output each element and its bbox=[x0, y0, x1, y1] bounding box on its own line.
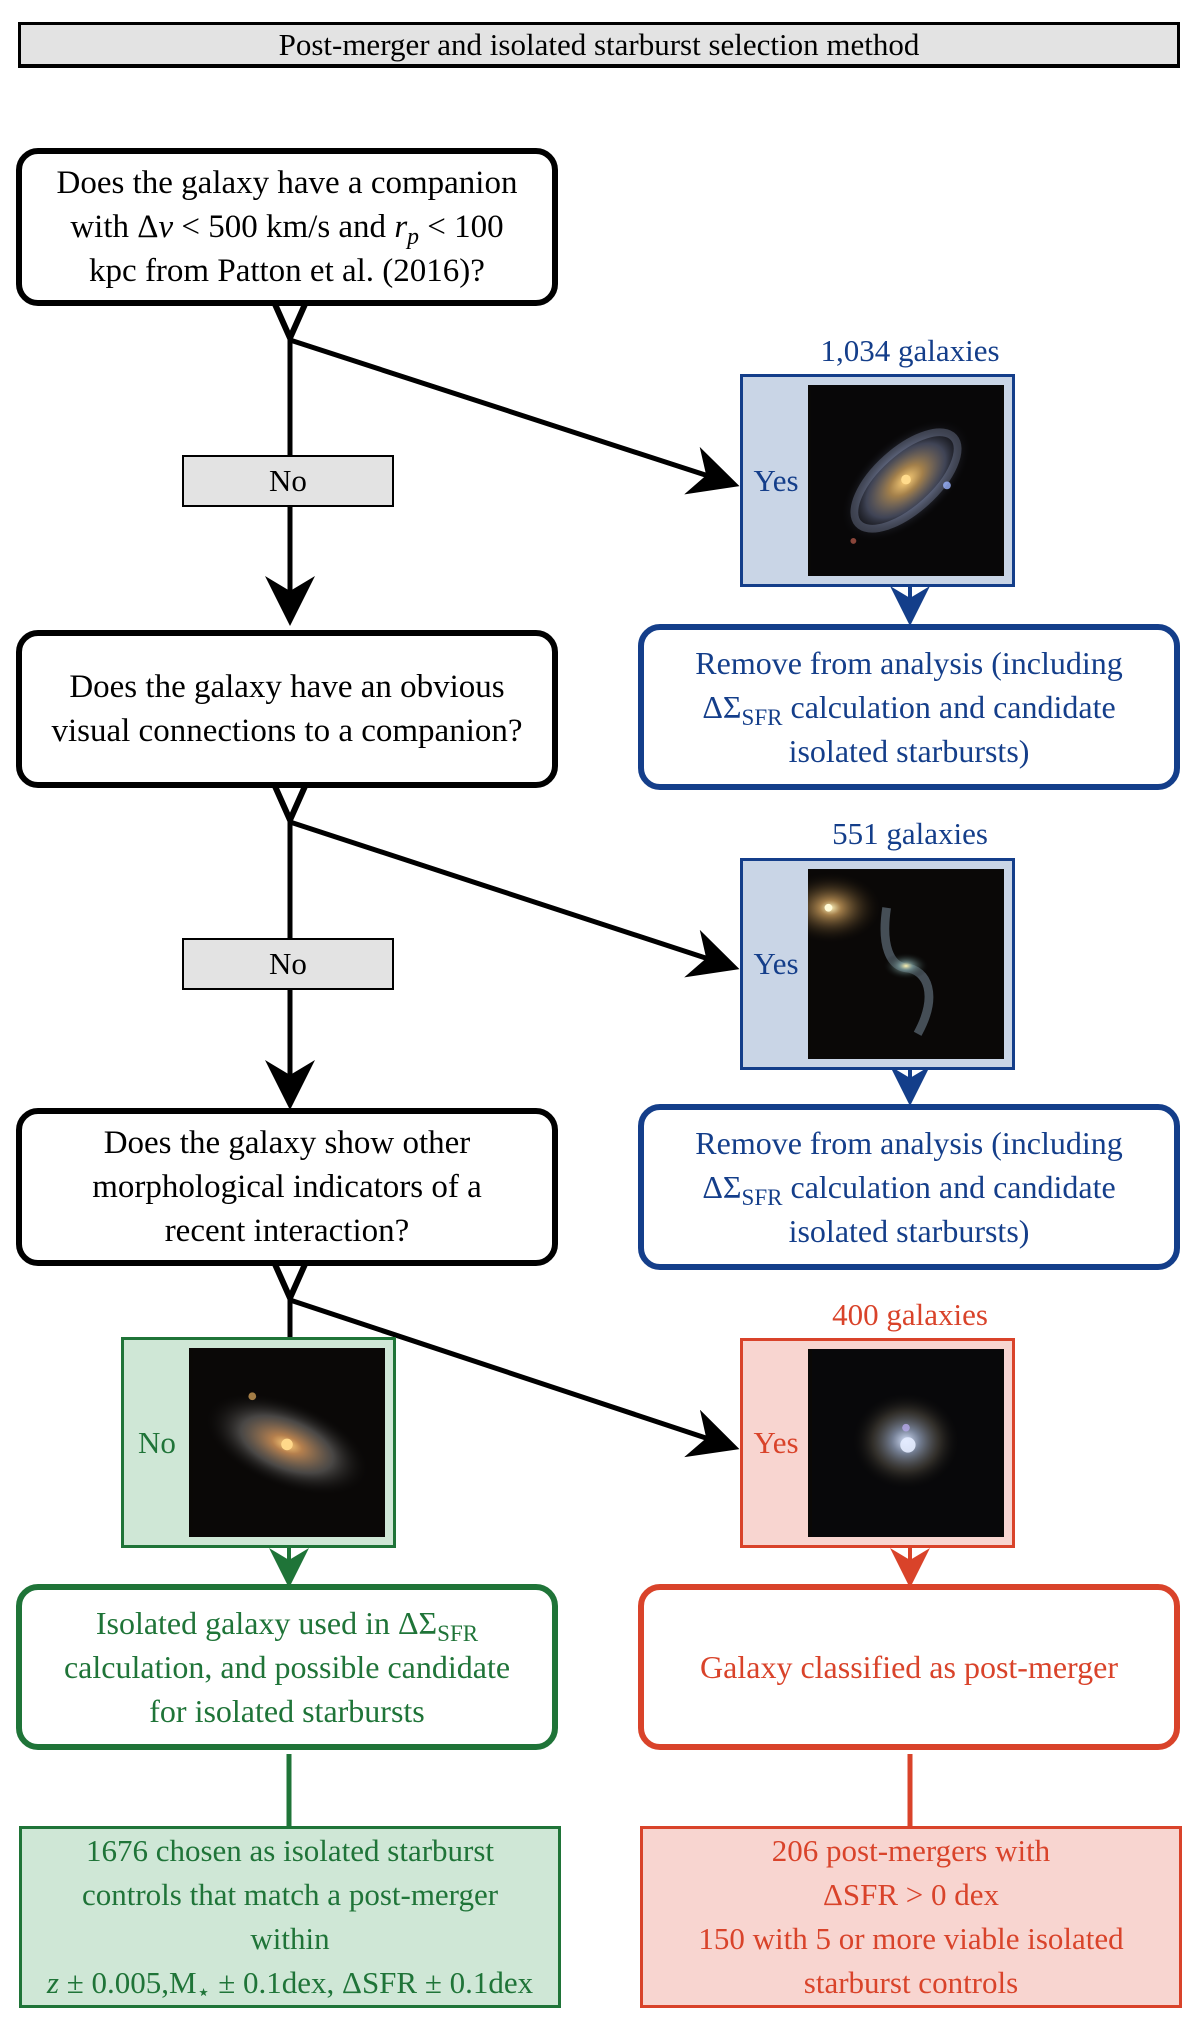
spiral-galaxy-icon bbox=[808, 385, 1004, 576]
no-tag: No bbox=[182, 455, 394, 507]
outcome-line: calculation, and possible candidate bbox=[63, 1649, 511, 1685]
no-tag: No bbox=[182, 938, 394, 990]
result-line: starburst controls bbox=[803, 1965, 1019, 2000]
result-line: 206 post-mergers with bbox=[771, 1833, 1051, 1868]
result-line: controls that match a post-merger bbox=[81, 1877, 499, 1912]
yes-panel: Yes bbox=[740, 374, 1015, 587]
yes-count: 400 galaxies bbox=[832, 1297, 988, 1332]
outcome-line: isolated starbursts) bbox=[788, 1213, 1030, 1249]
outcome-line: ΔΣSFR calculation and candidate bbox=[702, 1169, 1116, 1210]
yes-count: 1,034 galaxies bbox=[820, 333, 1000, 368]
interacting-galaxies-icon bbox=[808, 869, 1004, 1059]
outcome-line: Remove from analysis (including bbox=[695, 1125, 1123, 1161]
yes-label: Yes bbox=[753, 462, 799, 498]
question-line: visual connections to a companion? bbox=[51, 713, 523, 749]
question-line: recent interaction? bbox=[164, 1213, 410, 1249]
outcome-line: Isolated galaxy used in ΔΣSFR bbox=[95, 1605, 479, 1646]
diagram-title: Post-merger and isolated starburst selec… bbox=[18, 22, 1180, 68]
yes-label: Yes bbox=[753, 1425, 799, 1460]
question-morphological-indicators: Does the galaxy show other morphological… bbox=[16, 1108, 558, 1266]
outcome-line: Remove from analysis (including bbox=[695, 645, 1123, 681]
question-visual-connection: Does the galaxy have an obvious visual c… bbox=[16, 630, 558, 788]
outcome-remove-1: Remove from analysis (including ΔΣSFR ca… bbox=[638, 624, 1180, 790]
result-line: z ± 0.005,M⋆ ± 0.1dex, ΔSFR ± 0.1dex bbox=[46, 1965, 534, 2005]
question-line: morphological indicators of a bbox=[92, 1169, 482, 1205]
outcome-line: isolated starbursts) bbox=[788, 733, 1030, 769]
result-isolated-controls: 1676 chosen as isolated starburst contro… bbox=[19, 1826, 561, 2008]
outcome-line: ΔΣSFR calculation and candidate bbox=[702, 689, 1116, 730]
question-line: with Δv < 500 km/s and rp < 100 bbox=[70, 209, 504, 251]
no-panel: No bbox=[121, 1337, 396, 1548]
result-line: 1676 chosen as isolated starburst bbox=[85, 1833, 495, 1868]
question-line: Does the galaxy have a companion bbox=[56, 165, 518, 201]
outcome-isolated-galaxy: Isolated galaxy used in ΔΣSFR calculatio… bbox=[16, 1584, 558, 1750]
question-line: kpc from Patton et al. (2016)? bbox=[89, 253, 485, 289]
yes-panel: Yes bbox=[740, 1338, 1015, 1548]
outcome-line: for isolated starbursts bbox=[149, 1693, 425, 1729]
outcome-post-merger: Galaxy classified as post-merger bbox=[638, 1584, 1180, 1750]
outcome-line: Galaxy classified as post-merger bbox=[700, 1649, 1118, 1685]
result-line: within bbox=[250, 1921, 330, 1956]
result-line: 150 with 5 or more viable isolated bbox=[698, 1921, 1124, 1956]
question-line: Does the galaxy have an obvious bbox=[69, 669, 505, 705]
result-line: ΔSFR > 0 dex bbox=[822, 1877, 1000, 1912]
question-line: Does the galaxy show other bbox=[103, 1125, 471, 1161]
disturbed-galaxy-icon bbox=[808, 1349, 1004, 1537]
result-post-mergers: 206 post-mergers with ΔSFR > 0 dex 150 w… bbox=[640, 1826, 1182, 2008]
isolated-spiral-galaxy-icon bbox=[189, 1348, 385, 1537]
yes-panel: Yes bbox=[740, 858, 1015, 1070]
question-companion: Does the galaxy have a companion with Δv… bbox=[16, 148, 558, 306]
yes-label: Yes bbox=[753, 946, 799, 981]
yes-count: 551 galaxies bbox=[832, 816, 988, 851]
no-label: No bbox=[138, 1424, 176, 1460]
outcome-remove-2: Remove from analysis (including ΔΣSFR ca… bbox=[638, 1104, 1180, 1270]
